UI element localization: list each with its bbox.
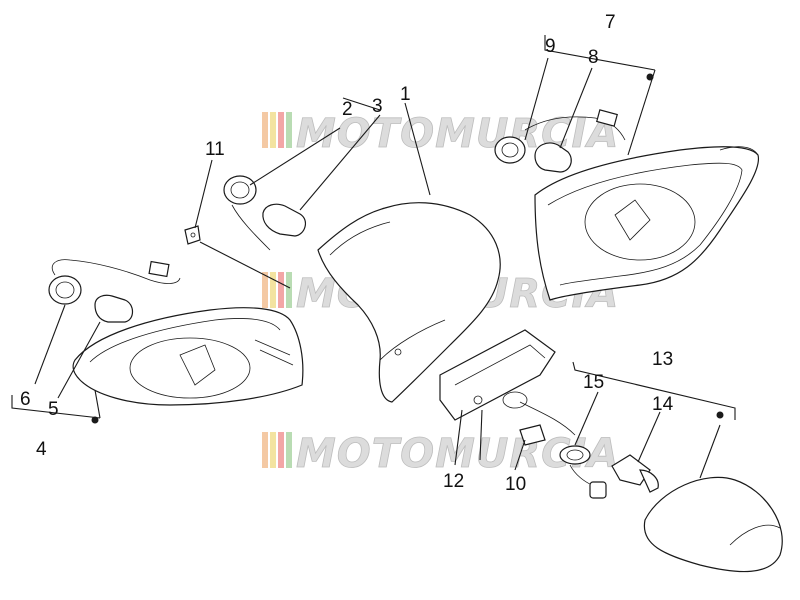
license-bulb-part [611,454,659,493]
watermark-stripe [286,432,292,468]
watermark-stripe [270,432,276,468]
upper-left-bulb-part [262,203,307,237]
watermark-stripe [278,272,284,308]
left-bulb-part [94,294,134,323]
leader-lines [11,35,736,479]
screw-part [519,424,546,446]
tail-cover-part [317,202,501,403]
left-socket-with-wire-part [48,259,181,305]
upper-right-bulb-part [534,142,572,173]
callout-4: 4 [36,439,47,460]
watermark-stripe [262,112,268,148]
watermark-stripe [278,112,284,148]
callout-12: 12 [443,471,464,492]
callout-1: 1 [400,84,411,105]
watermark-stripe [270,112,276,148]
callout-14: 14 [652,394,674,415]
watermark-stripe [262,432,268,468]
right-tail-light-part [534,146,760,301]
callout-9: 9 [545,36,556,57]
callout-13: 13 [652,349,673,370]
callout-2: 2 [342,99,353,120]
left-tail-light-part [72,307,304,406]
bracket-dot [646,73,654,81]
bracket-dots [91,73,724,424]
lens-cap-part [643,476,783,573]
watermark-stripe [278,432,284,468]
callout-10: 10 [505,474,526,495]
watermark-stripe [286,112,292,148]
bracket-dot [91,416,99,424]
callout-6: 6 [20,389,31,410]
callout-11: 11 [205,139,225,160]
callout-5: 5 [48,399,59,420]
callout-3: 3 [372,96,383,117]
callout-8: 8 [588,47,599,68]
callout-15: 15 [583,372,604,393]
upper-left-socket-part [223,175,271,251]
small-clip-part [184,225,201,245]
bracket-dot [716,411,724,419]
watermark-stripe [286,272,292,308]
watermark-stripe [270,272,276,308]
upper-right-socket-with-wire-part [494,109,626,164]
license-plate-light-part [439,329,556,421]
watermark-stripe [262,272,268,308]
socket-with-cable-part [519,401,607,499]
callout-7: 7 [605,12,616,33]
